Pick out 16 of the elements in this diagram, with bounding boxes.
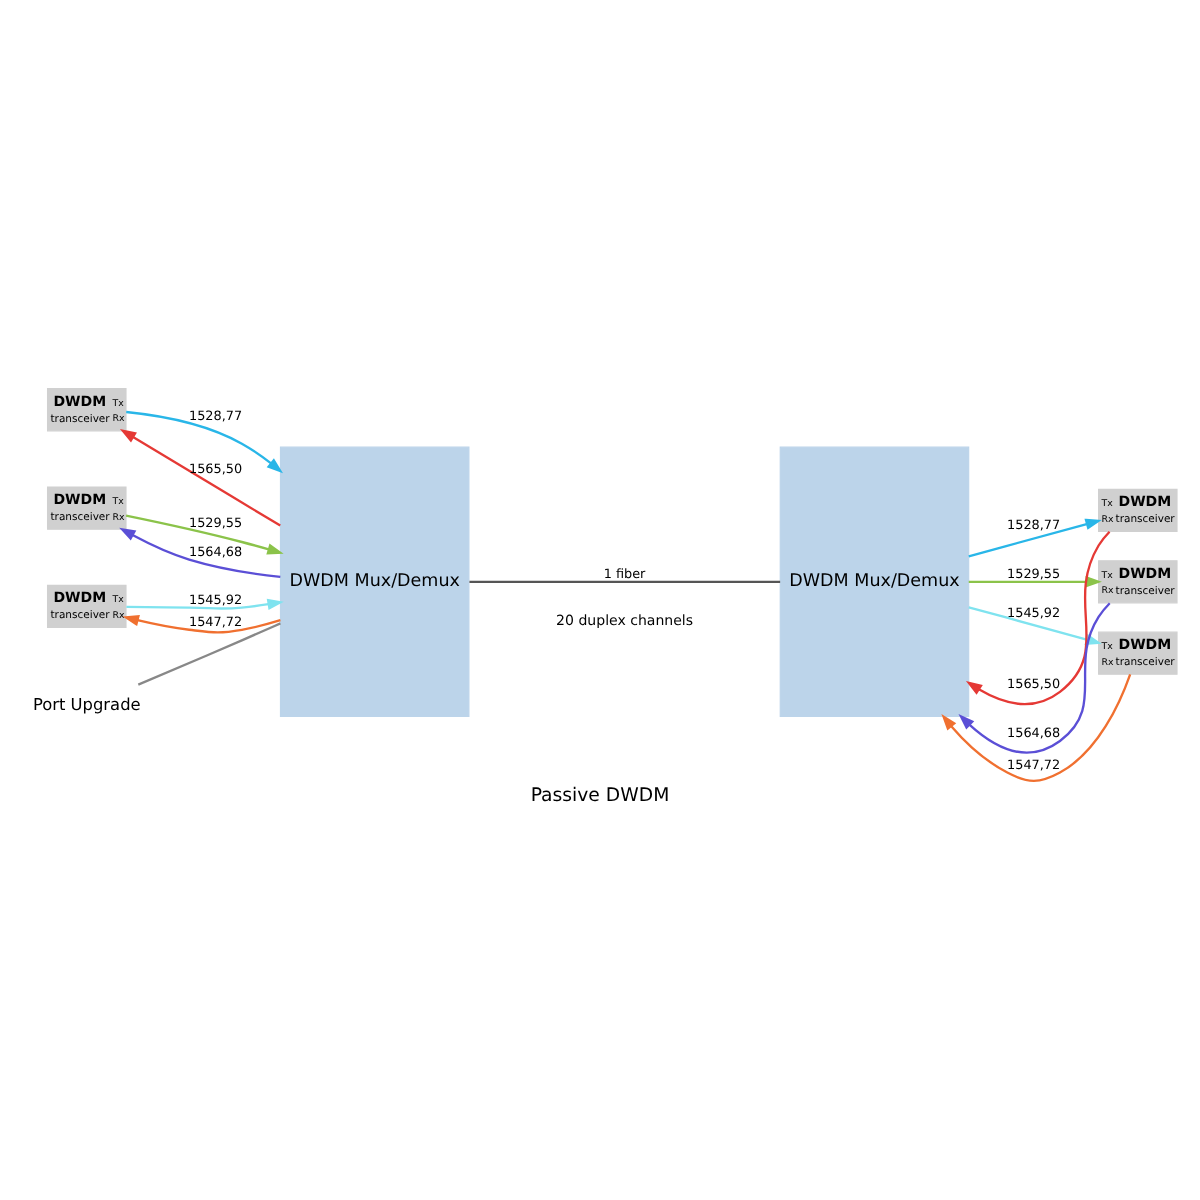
arrow bbox=[941, 673, 1132, 782]
connector bbox=[137, 622, 281, 686]
arrow bbox=[119, 429, 281, 527]
arrow bbox=[965, 530, 1111, 706]
arrow bbox=[126, 410, 283, 474]
node-box: DWDM Mux/Demux bbox=[779, 446, 970, 717]
node-text: Port Upgrade bbox=[32, 694, 141, 715]
arrow bbox=[126, 598, 284, 611]
arrow bbox=[958, 602, 1111, 754]
caption: Passive DWDM bbox=[530, 784, 670, 807]
connector bbox=[469, 580, 781, 583]
node-box: DWDM Mux/Demux bbox=[279, 446, 470, 717]
arrow bbox=[125, 514, 284, 555]
arrow bbox=[119, 527, 281, 579]
arrow bbox=[968, 518, 1102, 558]
arrow bbox=[122, 614, 281, 634]
